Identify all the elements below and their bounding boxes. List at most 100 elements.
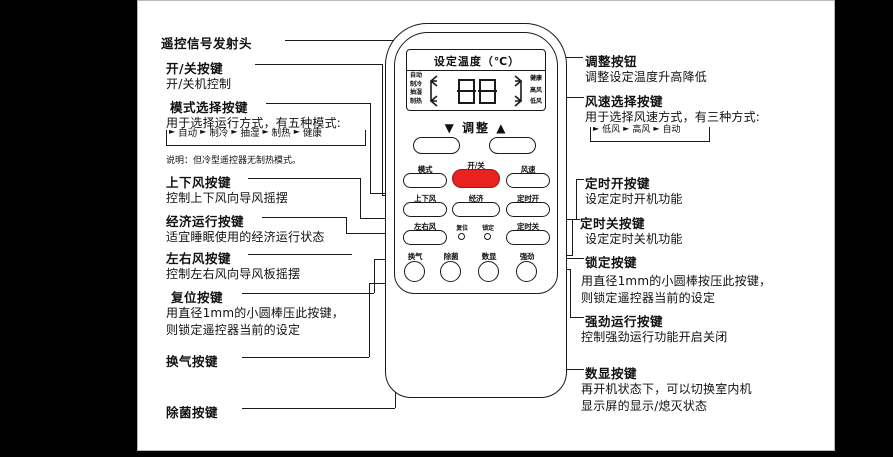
- lcd-fan-indicators: 健康 高风 低风: [518, 73, 542, 108]
- callout-fanspeed-heading: 风速选择按键: [585, 94, 664, 109]
- adjust-row: ▼ 调整 ▲: [385, 119, 567, 136]
- leader-mode-v: [370, 103, 371, 193]
- leader-timer-on-h: [576, 179, 584, 180]
- updown-button[interactable]: [403, 202, 447, 217]
- callout-lock-desc1: 用直径1mm的小圆棒按压此按键，: [581, 274, 772, 288]
- lcd-fan-0: 健康: [529, 75, 542, 82]
- arrow-icon: ►: [623, 123, 630, 133]
- lcd-mode-3: 制热: [410, 97, 423, 105]
- callout-timer-off-desc: 设定定时关机功能: [585, 232, 683, 246]
- speed-cycle-items: ► 低风 ► 高风 ► 自动: [593, 122, 681, 135]
- lock-button-label: 锁定: [482, 225, 494, 232]
- callout-turbo-heading: 强劲运行按键: [585, 314, 664, 329]
- ventilate-button-label: 换气: [407, 252, 423, 261]
- mode-button[interactable]: [403, 173, 447, 188]
- economy-button[interactable]: [452, 202, 500, 217]
- callout-lock-heading: 锁定按键: [585, 255, 638, 270]
- leader-reset-h: [242, 293, 374, 294]
- callout-turbo-desc: 控制强劲运行功能开启关闭: [581, 330, 728, 344]
- arrow-icon: ►: [262, 127, 269, 136]
- callout-reset-heading: 复位按键: [171, 290, 224, 305]
- arrow-icon: ►: [653, 123, 660, 133]
- arrow-icon: ►: [200, 127, 207, 136]
- timer-on-button[interactable]: [506, 202, 550, 217]
- leader-mode-h: [266, 103, 370, 104]
- mode-item-2: 抽湿: [240, 128, 260, 139]
- leftright-button-label: 左右风: [414, 222, 436, 231]
- leader-ir-emitter: [285, 40, 430, 41]
- leader-power-h: [255, 64, 382, 65]
- mode-cycle-note: 说明：但冷型遥控器无制热模式。: [166, 156, 302, 166]
- fanspeed-button[interactable]: [506, 173, 550, 188]
- arrow-icon: ►: [593, 123, 600, 133]
- timer-off-button[interactable]: [506, 230, 550, 245]
- leader-timer-on-v: [576, 179, 577, 219]
- lcd-fan-2: 低风: [529, 98, 542, 105]
- fanspeed-button-label: 风速: [520, 165, 536, 174]
- display-button[interactable]: [478, 261, 499, 282]
- lcd-title: 设定温度（℃）: [433, 55, 521, 68]
- lcd-bracket-right-icon: [514, 75, 523, 107]
- speed-cycle-box: [590, 127, 710, 142]
- lcd-mode-2: 抽湿: [410, 89, 423, 97]
- adjust-up-button[interactable]: [489, 137, 536, 154]
- callout-ir-emitter-heading: 遥控信号发射头: [161, 36, 253, 51]
- leader-reset-v: [374, 259, 375, 293]
- callout-timer-on-heading: 定时开按键: [585, 176, 651, 191]
- callout-leftright-desc: 控制左右风向导风板摇摆: [166, 267, 301, 281]
- leftright-button[interactable]: [403, 230, 447, 245]
- sterilize-button[interactable]: [440, 261, 461, 282]
- arrow-icon: ►: [231, 127, 238, 136]
- callout-timer-off-heading: 定时关按键: [580, 216, 646, 231]
- callout-sterilize-heading: 除菌按键: [166, 405, 219, 420]
- lcd-separator: [407, 70, 545, 72]
- leader-economy-v: [346, 217, 347, 233]
- callout-lock-desc2: 则锁定遥控器当前的设定: [581, 291, 716, 305]
- adjust-down-button[interactable]: [413, 137, 460, 154]
- arrow-icon: ►: [293, 127, 300, 136]
- leader-display-h: [566, 369, 584, 370]
- leader-sterilize-h: [242, 408, 395, 409]
- mode-item-0: 自动: [178, 128, 198, 139]
- callout-economy-heading: 经济运行按键: [166, 214, 245, 229]
- timer-off-button-label: 定时关: [517, 222, 539, 231]
- reset-button[interactable]: [458, 233, 465, 240]
- callout-adjust-desc: 调整设定温度升高降低: [585, 70, 708, 84]
- leader-updown-h2: [360, 218, 390, 219]
- leader-timer-off-h: [572, 219, 580, 220]
- lcd-mode-0: 自动: [410, 72, 423, 79]
- callout-fanspeed-desc: 用于选择风速方式，有三种方式:: [585, 110, 761, 124]
- lcd-mode-indicators: 自动 制冷 抽湿 制热: [410, 72, 434, 106]
- leader-fanspeed-h: [565, 97, 584, 98]
- power-button[interactable]: [452, 169, 500, 188]
- adjust-down-icon: ▼: [444, 121, 456, 135]
- speed-item-1: 高风: [632, 125, 651, 135]
- diagram-page: 遥控信号发射头 开/关按键 开/关机控制 模式选择按键 用于选择运行方式，有五种…: [137, 0, 835, 451]
- speed-item-0: 低风: [602, 125, 621, 135]
- callout-display-desc1: 再开机状态下，可以切换室内机: [581, 382, 752, 396]
- adjust-label: 调整: [461, 121, 490, 135]
- turbo-button-label: 强劲: [519, 252, 535, 261]
- economy-button-label: 经济: [468, 194, 484, 203]
- callout-mode-desc: 用于选择运行方式，有五种模式:: [166, 116, 342, 130]
- callout-timer-on-desc: 设定定时开机功能: [585, 192, 683, 206]
- lock-button[interactable]: [484, 233, 491, 240]
- turbo-button[interactable]: [516, 261, 537, 282]
- updown-button-label: 上下风: [414, 194, 436, 203]
- sterilize-button-label: 除菌: [443, 252, 459, 261]
- leader-turbo-v: [570, 269, 571, 317]
- callout-adjust-heading: 调整按钮: [585, 54, 638, 69]
- leader-adjust-h: [562, 57, 583, 58]
- callout-power-desc: 开/关机控制: [166, 77, 232, 91]
- lcd-mode-1: 制冷: [410, 80, 423, 88]
- ventilate-button[interactable]: [404, 261, 425, 282]
- leader-power-v: [382, 64, 383, 195]
- mode-item-3: 制热: [271, 128, 291, 139]
- leader-updown-v: [360, 178, 361, 218]
- leader-lock-h: [562, 258, 584, 259]
- callout-updown-heading: 上下风按键: [166, 175, 232, 190]
- seven-segment-digit: [457, 78, 476, 104]
- lcd-bracket-left-icon: [429, 75, 438, 107]
- leader-ventilate-h: [242, 357, 369, 358]
- power-button-label: 开/关: [467, 161, 485, 170]
